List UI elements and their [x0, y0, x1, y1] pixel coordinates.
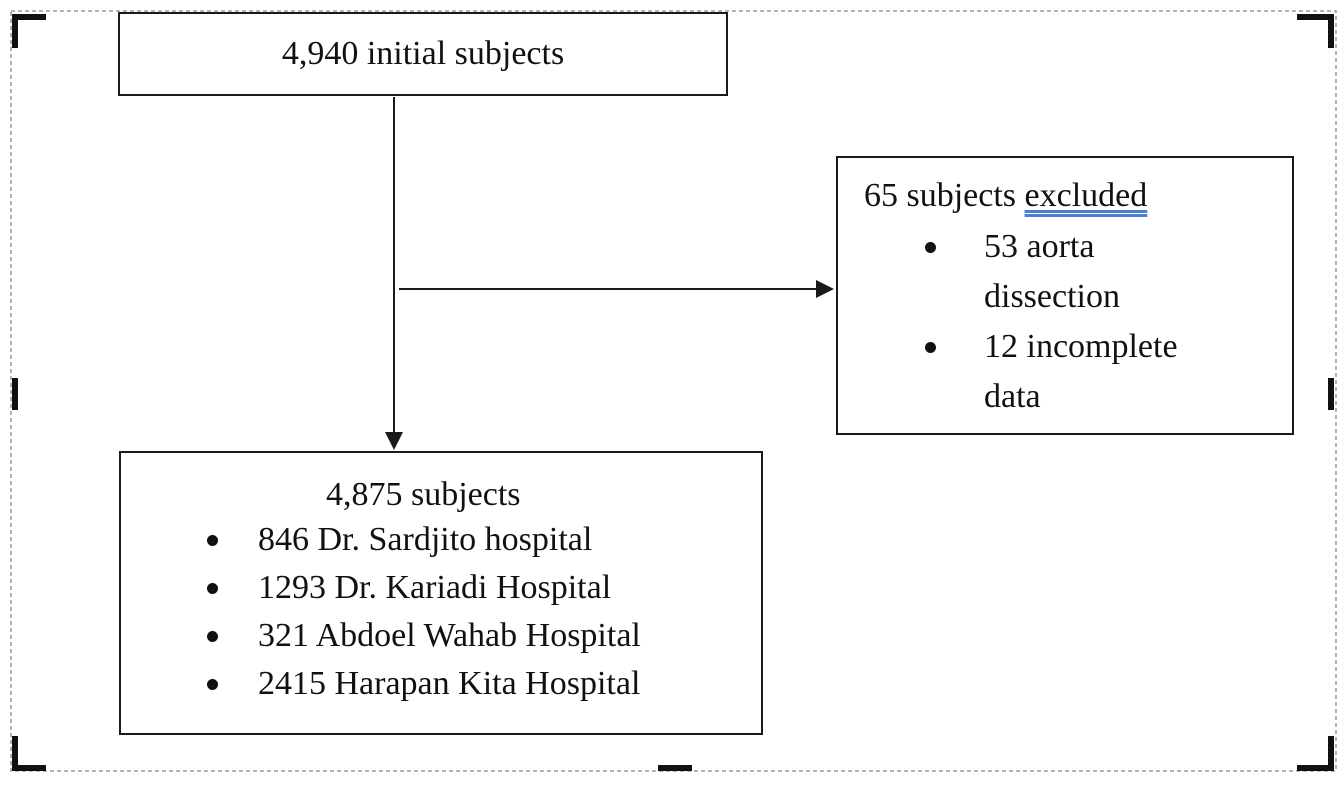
handle-bottom-right[interactable]: [1297, 736, 1334, 771]
excluded-reason-label: 53 aorta dissection: [984, 228, 1120, 315]
bullet-dot: [207, 631, 218, 642]
hospital-label: 2415 Harapan Kita Hospital: [258, 665, 641, 702]
bullet-dot: [207, 679, 218, 690]
bullet-dot: [207, 535, 218, 546]
list-item: 12 incomplete data: [838, 322, 1294, 422]
excluded-reasons-list: 53 aorta dissection 12 incomplete data: [838, 222, 1294, 422]
excluded-count-label: 65 subjects: [864, 177, 1025, 214]
excluded-heading: 65 subjects excluded: [864, 176, 1147, 216]
list-item: 321 Abdoel Wahab Hospital: [121, 612, 761, 660]
hospital-label: 1293 Dr. Kariadi Hospital: [258, 569, 612, 606]
final-subjects-box[interactable]: 4,875 subjects 846 Dr. Sardjito hospital…: [119, 451, 763, 735]
handle-top-right[interactable]: [1297, 14, 1334, 48]
excluded-underlined-word: excluded: [1024, 177, 1148, 214]
bullet-dot: [207, 583, 218, 594]
initial-subjects-box[interactable]: 4,940 initial subjects: [118, 12, 728, 96]
bullet-dot: [925, 342, 936, 353]
initial-subjects-label: 4,940 initial subjects: [281, 35, 565, 72]
excluded-reason-label: 12 incomplete data: [984, 328, 1178, 415]
bullet-dot: [925, 242, 936, 253]
handle-top-left[interactable]: [12, 14, 46, 48]
hospital-label: 846 Dr. Sardjito hospital: [258, 521, 593, 558]
list-item: 846 Dr. Sardjito hospital: [121, 516, 761, 564]
handle-bottom-left[interactable]: [12, 736, 46, 771]
list-item: 1293 Dr. Kariadi Hospital: [121, 564, 761, 612]
arrowhead-right: [816, 280, 834, 298]
list-item: 53 aorta dissection: [838, 222, 1294, 322]
excluded-subjects-box[interactable]: 65 subjects excluded 53 aorta dissection…: [836, 156, 1294, 435]
final-subjects-label: 4,875 subjects: [326, 476, 521, 513]
hospital-list: 846 Dr. Sardjito hospital 1293 Dr. Karia…: [121, 516, 761, 708]
list-item: 2415 Harapan Kita Hospital: [121, 660, 761, 708]
hospital-label: 321 Abdoel Wahab Hospital: [258, 617, 641, 654]
arrowhead-down: [385, 432, 403, 450]
